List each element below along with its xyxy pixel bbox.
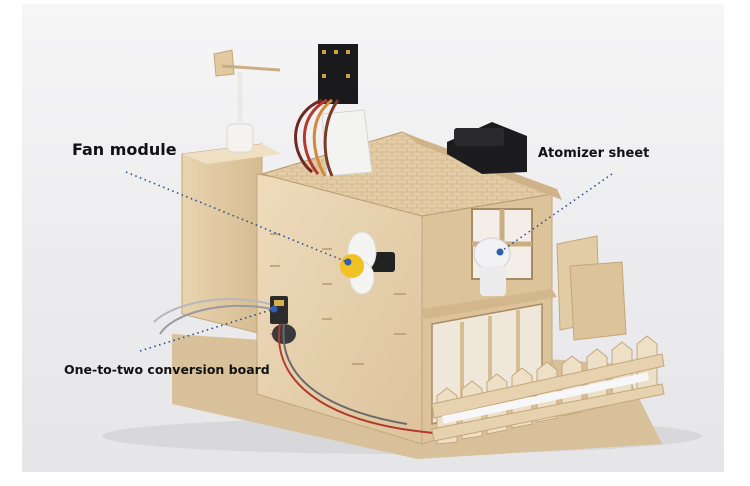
conversion-pointer-dot bbox=[270, 305, 278, 313]
rear-fence-post bbox=[569, 261, 627, 341]
atomizer-base bbox=[480, 266, 506, 296]
atomizer-sheet-label: Atomizer sheet bbox=[538, 146, 650, 161]
conversion-board-label: One-to-two conversion board bbox=[64, 362, 270, 377]
wind-vane-tail bbox=[213, 49, 235, 77]
wind-vane-base bbox=[226, 123, 254, 153]
left-box-top bbox=[182, 144, 282, 164]
product-photo bbox=[22, 4, 724, 472]
atomizer-pointer-dot bbox=[496, 248, 504, 256]
fan-module bbox=[340, 231, 395, 295]
conversion-pointer-line bbox=[139, 308, 275, 352]
roof-box-lid bbox=[454, 128, 504, 146]
fan-module-label: Fan module bbox=[72, 140, 177, 159]
atomizer-unit bbox=[473, 237, 511, 271]
fence-rail-lower bbox=[431, 383, 665, 442]
pointer-lines bbox=[125, 171, 613, 352]
led-strip bbox=[442, 372, 650, 424]
signal-wires bbox=[153, 298, 453, 435]
wall-slot-details bbox=[270, 233, 406, 365]
controller-wires bbox=[294, 98, 340, 177]
middle-floor bbox=[422, 289, 557, 319]
house-model-illustration bbox=[102, 44, 702, 459]
wind-vane-arm bbox=[221, 64, 281, 72]
fence-rail bbox=[431, 353, 665, 419]
fan-pointer-dot bbox=[344, 258, 352, 266]
conversion-board-connector bbox=[274, 300, 284, 306]
controller-pins bbox=[322, 50, 350, 78]
fan-hub bbox=[340, 254, 364, 278]
